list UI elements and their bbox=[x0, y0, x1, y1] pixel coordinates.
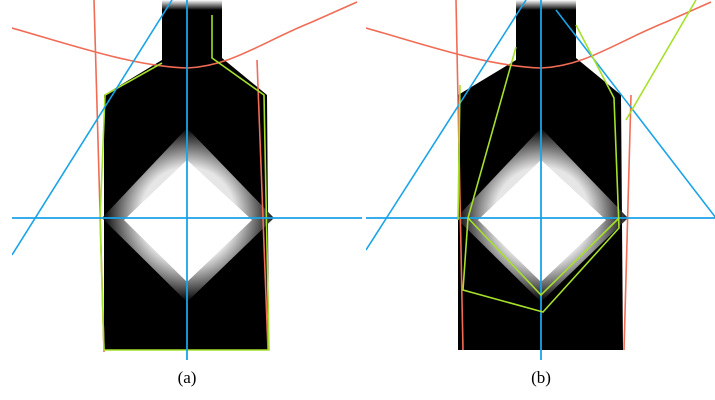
bottle-neck-highlight bbox=[162, 0, 222, 40]
green-inner-polygon bbox=[467, 217, 620, 297]
panel-b-figure bbox=[366, 0, 715, 360]
green-line-left bbox=[457, 84, 461, 221]
caption-b: (b) bbox=[531, 368, 551, 387]
panel-a bbox=[12, 0, 362, 360]
axis-diagonal bbox=[12, 0, 173, 256]
diamond bbox=[478, 160, 606, 282]
axis-diagonal-right bbox=[555, 9, 715, 219]
caption-a: (a) bbox=[177, 368, 197, 387]
red-line-left bbox=[455, 0, 464, 351]
red-line-right bbox=[256, 59, 269, 351]
red-line-right bbox=[623, 94, 632, 351]
green-line-right bbox=[625, 0, 697, 121]
axis-diagonal-left bbox=[366, 0, 527, 251]
diamond bbox=[124, 160, 252, 282]
panel-a-figure bbox=[12, 0, 362, 360]
panel-b bbox=[366, 0, 715, 360]
bottle-neck-highlight bbox=[516, 0, 576, 40]
